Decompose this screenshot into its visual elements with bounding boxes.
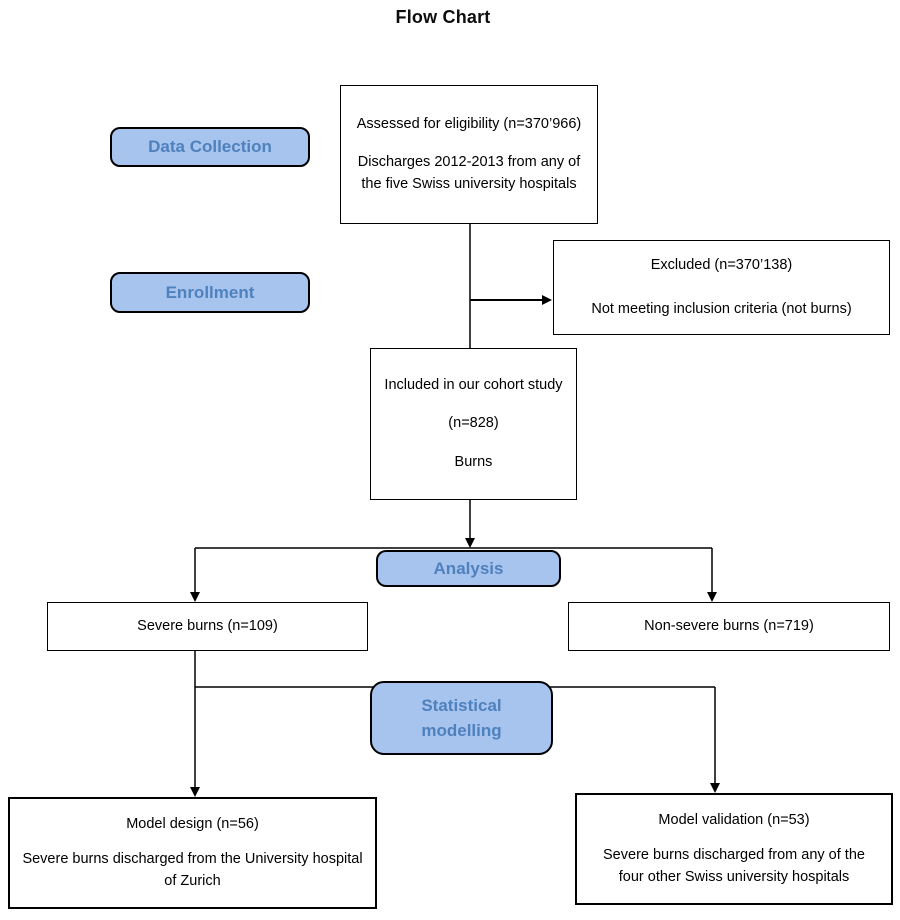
stage-label-text: Statistical modelling [421,695,502,741]
node-label: Non-severe burns (n=719) [644,617,814,634]
node-model-validation: Model validation (n=53) Severe burns dis… [575,793,893,905]
node-model-design: Model design (n=56) Severe burns dischar… [8,797,377,909]
node-count: (n=828) [448,415,499,432]
node-included-cohort: Included in our cohort study (n=828) Bur… [370,348,577,500]
node-body: Severe burns discharged from the Univers… [22,851,363,889]
stage-label-text: Data Collection [148,137,272,157]
stage-label-text: Enrollment [165,282,255,302]
stage-label-text: Analysis [433,558,504,578]
node-heading: Assessed for eligibility (n=370’966) [356,116,582,133]
stage-label-enrollment: Enrollment [110,272,310,313]
node-body: Burns [454,453,493,470]
chart-title: Flow Chart [395,7,491,27]
node-assessed-for-eligibility: Assessed for eligibility (n=370’966) Dis… [340,85,598,224]
stage-label-data-collection: Data Collection [110,127,310,167]
node-non-severe-burns: Non-severe burns (n=719) [568,602,890,651]
node-heading: Model design (n=56) [126,816,259,833]
node-body: Discharges 2012-2013 from any of the fiv… [357,154,581,192]
node-heading: Excluded (n=370’138) [650,257,793,274]
stage-label-statistical-modelling: Statistical modelling [370,681,553,755]
node-label: Severe burns (n=109) [137,617,278,634]
node-severe-burns: Severe burns (n=109) [47,602,368,651]
node-excluded: Excluded (n=370’138) Not meeting inclusi… [553,240,890,335]
node-body: Severe burns discharged from any of the … [603,847,865,885]
node-body: Not meeting inclusion criteria (not burn… [591,300,852,317]
node-heading: Included in our cohort study [384,377,563,394]
stage-label-analysis: Analysis [376,550,561,587]
node-heading: Model validation (n=53) [658,812,810,829]
